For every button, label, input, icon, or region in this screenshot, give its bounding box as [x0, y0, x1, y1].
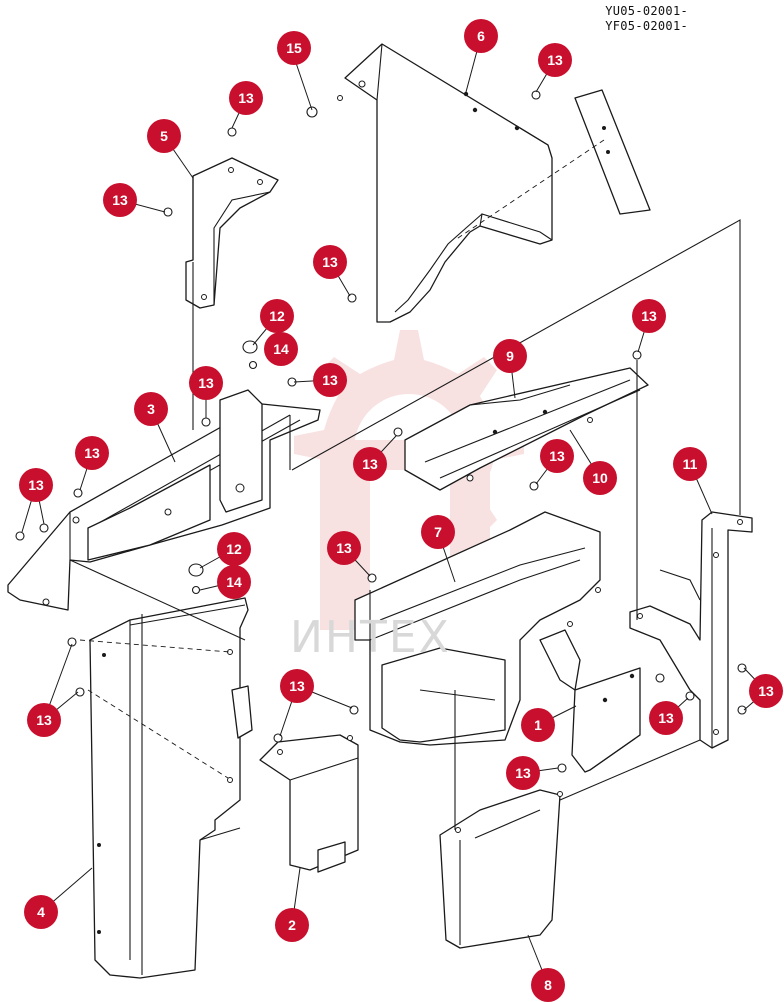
callout-13: 13 — [280, 669, 314, 703]
callout-13: 13 — [27, 703, 61, 737]
callout-13: 13 — [103, 183, 137, 217]
part-9-10-shelf-plate — [404, 367, 649, 491]
callout-13: 13 — [229, 81, 263, 115]
callout-13: 13 — [313, 363, 347, 397]
bolt-hardware — [15, 90, 747, 773]
callout-3: 3 — [134, 392, 168, 426]
callout-11: 11 — [673, 447, 707, 481]
part-11-right-bracket — [629, 511, 753, 749]
callout-4: 4 — [24, 895, 58, 929]
callout-12: 12 — [260, 299, 294, 333]
foam-pad — [574, 89, 651, 215]
callout-1: 1 — [521, 708, 555, 742]
part-code-line-1: YU05-02001- — [605, 4, 688, 18]
callout-13: 13 — [538, 43, 572, 77]
callout-9: 9 — [493, 339, 527, 373]
callout-13: 13 — [506, 756, 540, 790]
part-7-center-box-frame — [354, 511, 601, 746]
part-6-upper-cover-panel — [337, 43, 553, 323]
callout-12: 12 — [217, 532, 251, 566]
callout-15: 15 — [277, 31, 311, 65]
part-code-line-2: YF05-02001- — [605, 19, 688, 33]
callout-8: 8 — [531, 968, 565, 1002]
callout-13: 13 — [189, 366, 223, 400]
callout-10: 10 — [583, 461, 617, 495]
callout-13: 13 — [353, 447, 387, 481]
part-8-bottom-duct — [439, 789, 563, 949]
watermark-text: ИНТЕХ — [290, 612, 451, 663]
callout-6: 6 — [464, 19, 498, 53]
callout-13: 13 — [649, 701, 683, 735]
part-2-control-box — [259, 734, 359, 873]
callout-13: 13 — [327, 531, 361, 565]
callout-14: 14 — [264, 332, 298, 366]
callout-2: 2 — [275, 908, 309, 942]
callout-5: 5 — [147, 119, 181, 153]
part-5-bracket — [185, 157, 279, 309]
callout-13: 13 — [540, 439, 574, 473]
part-1-plate — [571, 667, 641, 773]
callout-14: 14 — [217, 565, 251, 599]
callout-7: 7 — [421, 515, 455, 549]
callout-13: 13 — [749, 674, 783, 708]
callout-13: 13 — [313, 245, 347, 279]
callout-13: 13 — [19, 468, 53, 502]
part-3-left-frame — [7, 389, 321, 611]
callout-13: 13 — [75, 436, 109, 470]
part-4-left-tall-panel — [79, 597, 253, 979]
callout-13: 13 — [632, 299, 666, 333]
